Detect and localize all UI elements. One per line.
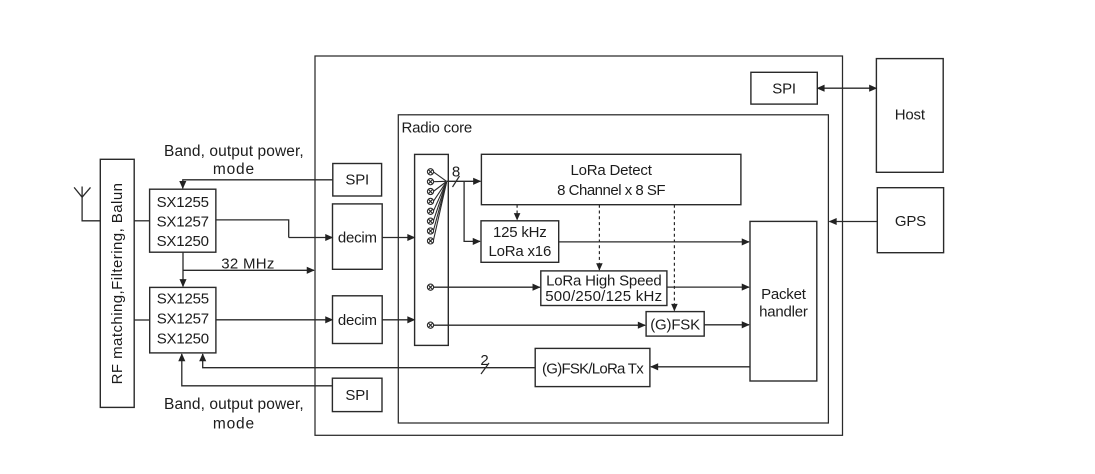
svg-text:2: 2: [480, 352, 488, 369]
svg-text:mode: mode: [213, 161, 255, 178]
svg-text:(G)FSK: (G)FSK: [650, 316, 700, 333]
svg-text:125 kHz: 125 kHz: [493, 224, 547, 241]
svg-text:LoRa Detect: LoRa Detect: [571, 162, 653, 179]
svg-text:SX1255: SX1255: [157, 291, 209, 308]
svg-text:500/250/125 kHz: 500/250/125 kHz: [545, 288, 662, 305]
svg-text:decim: decim: [338, 230, 377, 247]
svg-text:Radio core: Radio core: [402, 119, 473, 136]
svg-text:8: 8: [452, 164, 460, 181]
svg-text:(G)FSK/LoRa Tx: (G)FSK/LoRa Tx: [542, 360, 644, 377]
svg-text:SPI: SPI: [772, 80, 796, 97]
svg-text:SX1250: SX1250: [157, 233, 209, 250]
svg-text:SX1255: SX1255: [157, 194, 209, 211]
svg-text:SX1250: SX1250: [157, 330, 209, 347]
svg-text:SPI: SPI: [345, 172, 369, 189]
svg-text:SPI: SPI: [345, 387, 369, 404]
svg-text:LoRa x16: LoRa x16: [488, 243, 551, 260]
svg-text:handler: handler: [759, 304, 808, 321]
svg-text:mode: mode: [213, 416, 255, 433]
svg-text:32 MHz: 32 MHz: [221, 255, 274, 272]
svg-text:Host: Host: [895, 107, 926, 124]
svg-text:RF matching,Filtering, Balun: RF matching,Filtering, Balun: [109, 183, 126, 385]
svg-text:Packet: Packet: [761, 286, 807, 303]
svg-text:SX1257: SX1257: [157, 310, 209, 327]
svg-text:Band, output power,: Band, output power,: [164, 396, 304, 413]
svg-text:Band, output power,: Band, output power,: [164, 143, 304, 160]
svg-text:SX1257: SX1257: [157, 214, 209, 231]
svg-text:decim: decim: [338, 312, 377, 329]
svg-text:8 Channel x 8 SF: 8 Channel x 8 SF: [557, 182, 665, 199]
svg-text:GPS: GPS: [895, 213, 926, 230]
svg-text:LoRa High Speed: LoRa High Speed: [546, 273, 661, 290]
